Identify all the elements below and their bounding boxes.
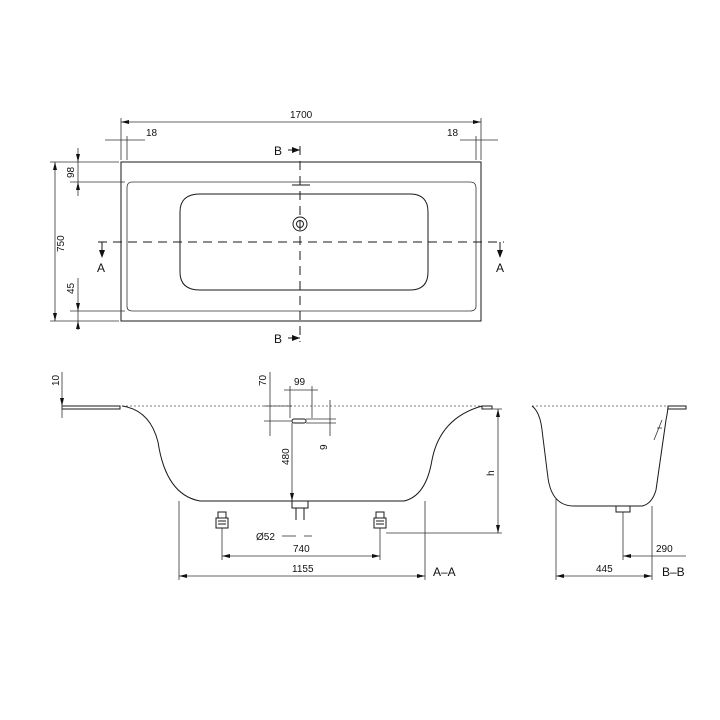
arrow-icon	[496, 525, 500, 533]
foot-right-body	[373, 517, 387, 529]
foot-left-top	[217, 511, 227, 519]
dim-45: 45	[66, 282, 77, 294]
dim-52: Ø52	[256, 532, 275, 543]
section-a-left-label: A	[97, 261, 105, 275]
arrow-icon	[417, 574, 425, 578]
dim-10: 10	[51, 374, 62, 386]
arrow-icon	[76, 154, 80, 162]
drain-outer	[292, 216, 308, 232]
arrow-icon	[53, 162, 57, 170]
arrow-icon	[179, 574, 187, 578]
dim-9: 9	[319, 444, 330, 450]
top-view: A A B B 1700 18 18 750	[50, 110, 504, 346]
arrow-icon	[292, 335, 300, 341]
dim-750: 750	[56, 235, 67, 252]
arrow-icon	[222, 554, 230, 558]
tub-profile	[531, 405, 669, 507]
dim-18-right: 18	[447, 128, 459, 139]
arrow-icon	[76, 303, 80, 311]
dim-18-left: 18	[146, 128, 158, 139]
rim-right-ext	[481, 405, 493, 410]
dim-1700: 1700	[290, 110, 313, 121]
foot-right-top	[375, 511, 385, 519]
tub-inner-rim	[126, 181, 477, 312]
arrow-icon	[76, 182, 80, 190]
arrow-icon	[292, 147, 300, 153]
section-aa-label: A–A	[433, 565, 456, 579]
arrow-icon	[290, 493, 294, 501]
section-aa-view: 10 70 99 9 480 h Ø52 7	[51, 372, 502, 580]
foot-left-body	[215, 517, 229, 529]
section-bb-view: 290 445 B–B	[531, 405, 687, 580]
rim-right-ext	[667, 405, 687, 410]
drain-body	[291, 501, 309, 509]
dim-1155: 1155	[292, 564, 314, 575]
dim-480: 480	[281, 448, 292, 465]
arrow-icon	[497, 250, 503, 258]
dim-290: 290	[656, 544, 673, 555]
section-b-top-label: B	[274, 144, 282, 158]
arrow-icon	[76, 321, 80, 329]
arrow-icon	[121, 120, 129, 124]
section-bb-label: B–B	[662, 565, 685, 579]
arrow-icon	[60, 398, 64, 406]
section-a-right-label: A	[496, 261, 504, 275]
arrow-icon	[623, 554, 631, 558]
dim-445: 445	[596, 564, 613, 575]
overflow-line	[653, 419, 663, 441]
tub-basin	[179, 193, 429, 291]
dim-99: 99	[294, 377, 306, 388]
tub-profile	[121, 405, 483, 502]
dim-h: h	[486, 470, 497, 476]
dim-98: 98	[66, 166, 77, 178]
arrow-icon	[53, 313, 57, 321]
section-b-bottom-label: B	[274, 332, 282, 346]
arrow-icon	[496, 409, 500, 417]
overflow	[291, 418, 307, 424]
arrow-icon	[556, 574, 564, 578]
arrow-icon	[99, 250, 105, 258]
dim-740: 740	[293, 544, 310, 555]
drain-body	[615, 506, 631, 513]
arrow-icon	[473, 120, 481, 124]
rim-left-ext	[61, 405, 121, 410]
dim-70: 70	[258, 374, 269, 386]
arrow-icon	[372, 554, 380, 558]
arrow-icon	[644, 574, 652, 578]
